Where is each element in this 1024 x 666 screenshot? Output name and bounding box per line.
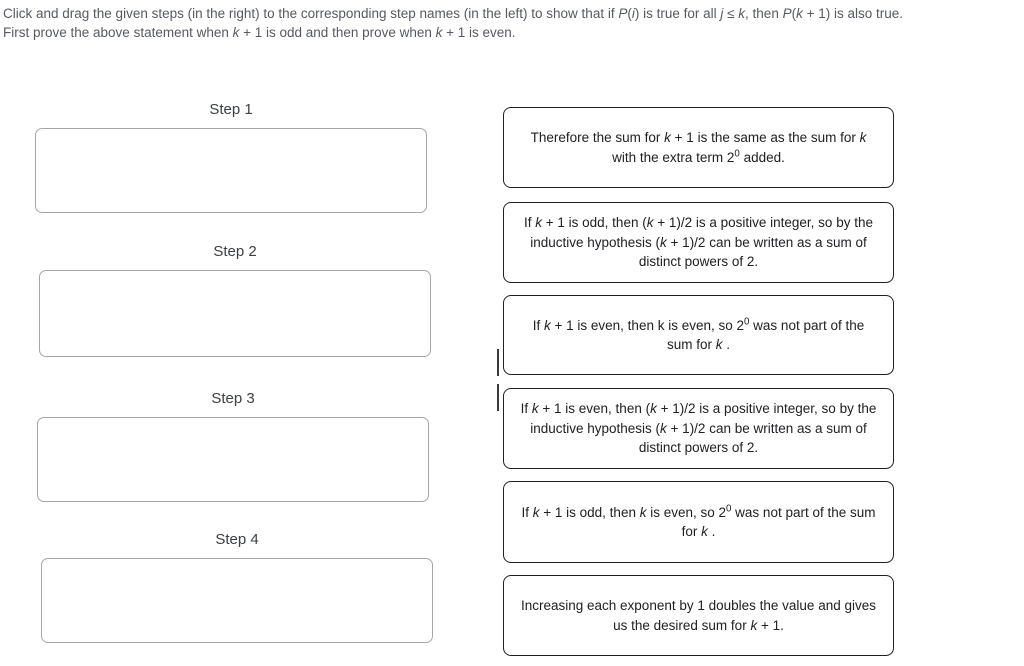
- step-group-4: Step 4: [41, 531, 433, 643]
- instructions-line-1: Click and drag the given steps (in the r…: [3, 6, 904, 21]
- step-group-3: Step 3: [37, 390, 429, 502]
- draggable-card-6[interactable]: Increasing each exponent by 1 doubles th…: [503, 575, 894, 656]
- text-caret-artifact: [497, 349, 499, 376]
- draggable-card-3[interactable]: If k + 1 is even, then k is even, so 20 …: [503, 295, 894, 375]
- card-6-text: Increasing each exponent by 1 doubles th…: [520, 598, 876, 633]
- instructions-line-2: First prove the above statement when k +…: [3, 25, 516, 40]
- step-4-label: Step 4: [215, 531, 259, 548]
- card-2-text: If k + 1 is odd, then (k + 1)/2 is a pos…: [524, 215, 873, 270]
- draggable-card-5[interactable]: If k + 1 is odd, then k is even, so 20 w…: [503, 481, 894, 563]
- step-1-label: Step 1: [209, 101, 253, 118]
- step-3-dropzone[interactable]: [37, 417, 429, 502]
- step-group-1: Step 1: [35, 101, 427, 213]
- step-2-label: Step 2: [213, 243, 257, 260]
- draggable-card-2[interactable]: If k + 1 is odd, then (k + 1)/2 is a pos…: [503, 202, 894, 283]
- card-5-text: If k + 1 is odd, then k is even, so 20 w…: [521, 503, 876, 539]
- step-3-label: Step 3: [211, 390, 255, 407]
- card-4-text: If k + 1 is even, then (k + 1)/2 is a po…: [520, 401, 877, 456]
- step-1-dropzone[interactable]: [35, 128, 427, 213]
- card-3-text: If k + 1 is even, then k is even, so 20 …: [532, 316, 865, 352]
- instructions: Click and drag the given steps (in the r…: [3, 4, 1021, 42]
- draggable-card-1[interactable]: Therefore the sum for k + 1 is the same …: [503, 107, 894, 188]
- step-2-dropzone[interactable]: [39, 270, 431, 357]
- text-caret-artifact: [497, 384, 499, 411]
- draggable-card-4[interactable]: If k + 1 is even, then (k + 1)/2 is a po…: [503, 388, 894, 469]
- step-group-2: Step 2: [39, 243, 431, 357]
- card-1-text: Therefore the sum for k + 1 is the same …: [530, 130, 867, 165]
- step-4-dropzone[interactable]: [41, 558, 433, 643]
